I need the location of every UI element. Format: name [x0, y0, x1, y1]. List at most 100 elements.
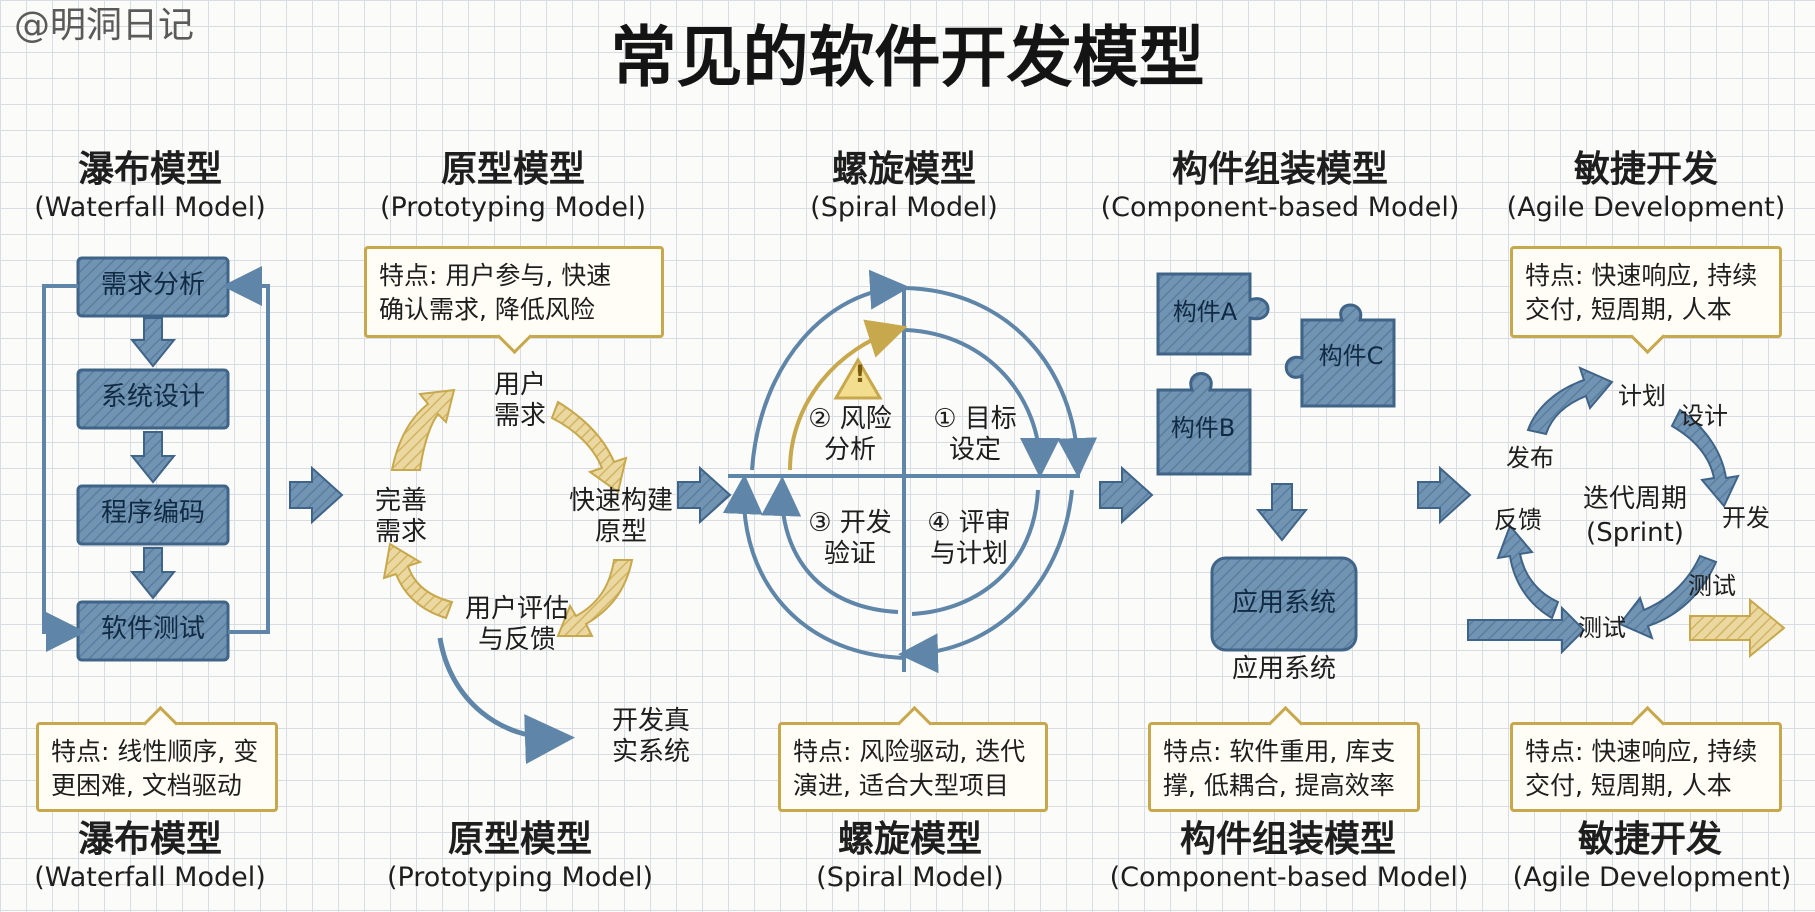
component-footer-heading: 构件组装模型: [1179, 819, 1396, 860]
label-line: 用户评估: [464, 594, 569, 624]
prototype-cycle-arrows: [382, 388, 634, 637]
waterfall-stage-box: [76, 368, 230, 430]
note-line: 特点: 线性顺序, 变: [51, 737, 259, 766]
puzzle-piece-b: [1156, 372, 1252, 476]
agile-footer-heading: 敏捷开发: [1577, 819, 1722, 860]
agile-stage-label: 测试: [1578, 614, 1626, 642]
spiral-quadrant-label: ③ 开发 验证: [790, 508, 910, 570]
note-line: 撑, 低耦合, 提高效率: [1163, 770, 1395, 800]
puzzle-piece-c: [1284, 303, 1396, 408]
prototype-footer-heading: 原型模型: [447, 819, 592, 860]
label-line: 原型: [594, 517, 647, 548]
prototype-heading-en: (Prototyping Model): [379, 192, 647, 223]
spiral-inner-arc-bottom: [911, 489, 1040, 616]
spiral-heading-en: (Spiral Model): [810, 192, 998, 223]
page-title: 常见的软件开发模型: [610, 19, 1205, 96]
label-line: 验证: [823, 539, 876, 570]
component-note: 特点: 软件重用, 库支 撑, 低耦合, 提高效率: [1148, 722, 1420, 812]
prototype-exit-label: 开发真 实系统: [596, 706, 706, 768]
spiral-heading: 螺旋模型: [831, 149, 976, 190]
label-line: ① 目标: [933, 404, 1017, 434]
waterfall-note: 特点: 线性顺序, 变 更困难, 文档驱动: [36, 722, 278, 812]
spiral-quadrant-label: ④ 评审 与计划: [904, 508, 1034, 570]
agile-heading: 敏捷开发: [1573, 149, 1718, 190]
waterfall-left-loop: [42, 284, 86, 652]
note-line: 特点: 软件重用, 库支: [1163, 737, 1396, 766]
label-line: ④ 评审: [927, 508, 1011, 538]
prototype-step-label: 快速构建 原型: [556, 486, 686, 548]
waterfall-right-loop: [222, 266, 270, 634]
component-label: 构件A: [1172, 298, 1238, 326]
spiral-inner-arc-left: [761, 476, 899, 614]
prototype-footer-heading-en: (Prototyping Model): [386, 862, 654, 893]
label-line: 完善: [374, 486, 427, 516]
application-system-caption: 应用系统: [1231, 654, 1336, 684]
warning-icon: [833, 357, 883, 400]
watermark: @明洞日记: [14, 5, 195, 46]
agile-stage-label: 测试: [1688, 572, 1736, 600]
component-heading: 构件组装模型: [1171, 149, 1388, 190]
component-footer-heading-en: (Component-based Model): [1109, 862, 1469, 893]
spiral-inner-arc-gold: [788, 319, 908, 471]
waterfall-stage-label: 程序编码: [100, 498, 205, 528]
prototype-step-label: 用户评估 与反馈: [452, 594, 582, 656]
model-connector-arrows: [289, 465, 1472, 525]
spiral-outer-arc-top: [750, 269, 910, 471]
waterfall-stage-label: 系统设计: [100, 382, 205, 412]
spiral-outer-arc-right: [903, 286, 1098, 478]
note-line: 交付, 短周期, 人本: [1525, 770, 1732, 800]
agile-heading-en: (Agile Development): [1506, 192, 1786, 223]
agile-cycle-arrows: [1467, 366, 1740, 655]
agile-footer-heading-en: (Agile Development): [1512, 862, 1792, 893]
component-label: 构件B: [1170, 414, 1236, 442]
note-line: 更困难, 文档驱动: [51, 770, 242, 800]
application-system-box-label: 应用系统: [1231, 588, 1336, 618]
spiral-outer-arc-bottom: [898, 489, 1074, 674]
waterfall-stage-label: 软件测试: [100, 614, 205, 644]
agile-stage-label: 开发: [1722, 504, 1770, 532]
prototype-heading: 原型模型: [440, 149, 585, 190]
waterfall-heading-en: (Waterfall Model): [34, 192, 266, 223]
component-heading-en: (Component-based Model): [1100, 192, 1460, 223]
waterfall-footer-heading: 瀑布模型: [77, 819, 222, 860]
component-label: 构件C: [1318, 342, 1384, 370]
label-line: 分析: [823, 435, 876, 466]
waterfall-down-arrows: [129, 317, 177, 600]
spiral-footer-heading: 螺旋模型: [837, 819, 982, 860]
spiral-diagram: [722, 269, 1098, 674]
agile-stage-label: 计划: [1618, 382, 1666, 410]
label-line: 与计划: [929, 539, 1008, 570]
prototype-step-label: 用户 需求: [470, 370, 570, 432]
agile-input-arrow: [1467, 605, 1586, 655]
prototype-note: 特点: 用户参与, 快速 确认需求, 降低风险: [364, 246, 664, 338]
label-line: 快速构建: [568, 486, 673, 516]
application-system-box: [1210, 556, 1358, 652]
agile-stage-label: 发布: [1506, 444, 1554, 472]
prototype-exit-arrow: [437, 637, 575, 765]
sprint-center-label: 迭代周期: [1582, 484, 1687, 514]
note-line: 特点: 用户参与, 快速: [379, 261, 612, 290]
sprint-center-label-en: (Sprint): [1586, 518, 1684, 548]
prototype-step-label: 完善 需求: [356, 486, 446, 548]
note-line: 确认需求, 降低风险: [379, 294, 595, 324]
label-line: ③ 开发: [808, 508, 892, 538]
note-line: 特点: 快速响应, 持续: [1525, 737, 1758, 766]
spiral-note: 特点: 风险驱动, 迭代 演进, 适合大型项目: [778, 722, 1048, 812]
warning-symbol: !: [854, 360, 866, 388]
component-diagram: [1156, 272, 1396, 652]
waterfall-stage-label: 需求分析: [100, 270, 205, 300]
label-line: 需求: [374, 517, 427, 548]
note-line: 特点: 风险驱动, 迭代: [793, 737, 1026, 766]
waterfall-footer-heading-en: (Waterfall Model): [34, 862, 266, 893]
agile-stage-label: 设计: [1680, 402, 1728, 430]
label-line: 用户: [493, 370, 546, 400]
component-down-arrow: [1255, 483, 1309, 542]
waterfall-heading: 瀑布模型: [77, 149, 222, 190]
label-line: 与反馈: [477, 625, 556, 656]
puzzle-piece-a: [1156, 272, 1270, 356]
note-line: 演进, 适合大型项目: [793, 770, 1009, 800]
note-line: 特点: 快速响应, 持续: [1525, 261, 1758, 290]
note-line: 交付, 短周期, 人本: [1525, 294, 1732, 324]
agile-output-arrow: [1689, 597, 1786, 659]
